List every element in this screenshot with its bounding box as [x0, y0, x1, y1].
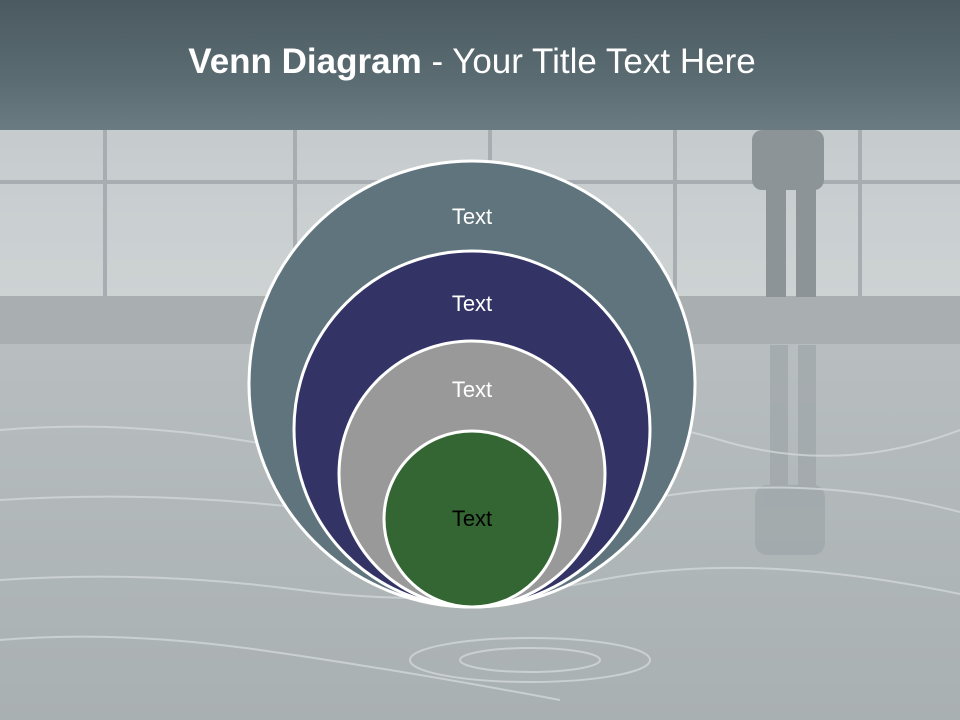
ring-4: Text: [382, 429, 562, 609]
person-silhouette: [752, 130, 824, 297]
ring-3-label: Text: [452, 377, 492, 402]
ring-2-label: Text: [452, 291, 492, 316]
title-bold: Venn Diagram: [188, 42, 422, 81]
title-bar: [0, 0, 960, 130]
slide-title: Venn Diagram - Your Title Text Here: [0, 40, 944, 84]
title-rest: - Your Title Text Here: [421, 42, 756, 81]
ring-1-label: Text: [452, 204, 492, 229]
ring-4-label: Text: [452, 506, 492, 531]
water-reflection: [755, 345, 825, 555]
